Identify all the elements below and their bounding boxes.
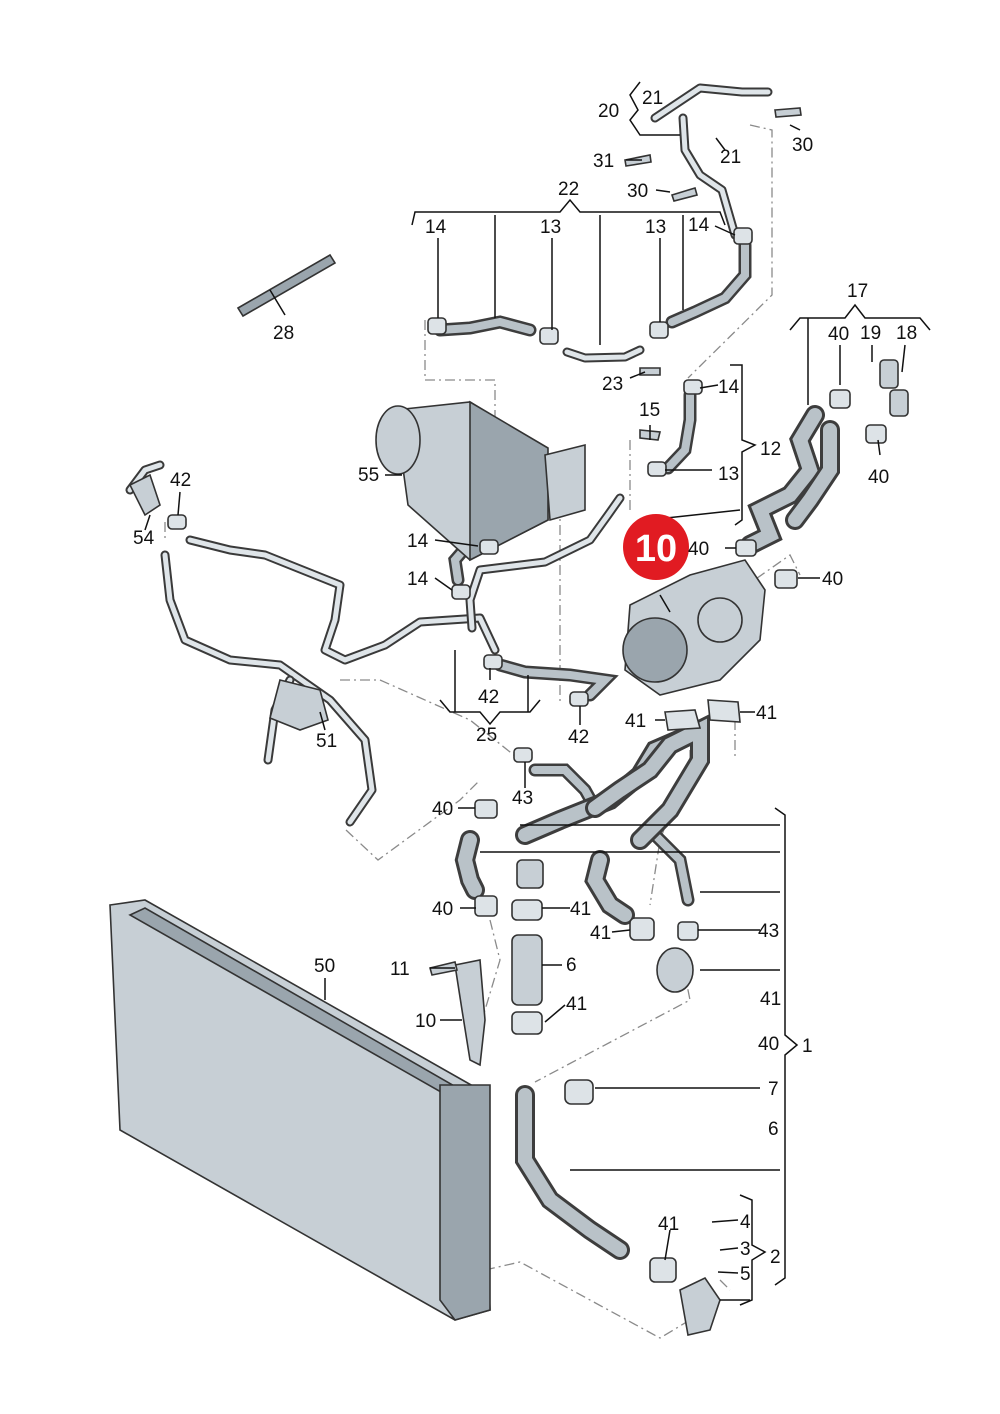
part-number-label: 12 [760, 439, 781, 460]
part-number-label: 13 [645, 217, 666, 238]
part-number-label: 42 [478, 687, 499, 708]
part-number-label: 18 [896, 323, 917, 344]
part-number-label: 25 [476, 725, 497, 746]
part-number-label: 50 [314, 956, 335, 977]
part-number-label: 40 [758, 1034, 779, 1055]
part-number-label: 31 [593, 151, 614, 172]
part-number-label: 30 [792, 135, 813, 156]
part-number-label: 40 [822, 569, 843, 590]
part-number-label: 40 [828, 324, 849, 345]
part-number-label: 40 [432, 799, 453, 820]
part-number-label: 14 [407, 531, 429, 552]
part-number-label: 6 [566, 955, 577, 976]
part-number-label: 4 [740, 1212, 751, 1233]
part-number-label: 11 [390, 959, 410, 980]
part-number-label: 41 [760, 989, 781, 1010]
part-number-label: 21 [720, 147, 741, 168]
badge-circle [623, 514, 689, 580]
part-number-label: 41 [566, 994, 587, 1015]
part-number-label: 19 [860, 323, 881, 344]
part-number-label: 41 [570, 899, 591, 920]
part-number-label: 40 [868, 467, 889, 488]
part-number-label: 14 [407, 569, 429, 590]
part-number-label: 14 [688, 215, 710, 236]
part-number-label: 43 [512, 788, 533, 809]
part-number-label: 13 [540, 217, 561, 238]
part-number-label: 15 [639, 400, 660, 421]
part-number-label: 55 [358, 465, 379, 486]
part-number-label: 14 [718, 377, 740, 398]
part-number-label: 41 [658, 1214, 679, 1235]
part-number-label: 42 [568, 727, 589, 748]
part-number-label: 3 [740, 1239, 751, 1260]
coolant-hoses [433, 238, 840, 1260]
part-number-label: 51 [316, 731, 337, 752]
part-number-label: 40 [432, 899, 453, 920]
badge-label: 10 [635, 528, 677, 570]
part-number-label: 6 [768, 1119, 779, 1140]
part-number-label: 21 [642, 88, 663, 109]
part-number-label: 10 [415, 1011, 436, 1032]
part-callouts: 1 2 3 4 5 6 6 7 10 11 12 13 13 13 14 14 … [133, 88, 917, 1285]
part-number-label: 41 [625, 711, 646, 732]
part-number-label: 30 [627, 181, 648, 202]
highlighted-part-badge[interactable]: 10 [623, 514, 689, 580]
part-number-label: 43 [758, 921, 779, 942]
part-number-label: 40 [688, 539, 709, 560]
part-number-label: 14 [425, 217, 447, 238]
part-number-label: 41 [756, 703, 777, 724]
part-bodies [109, 253, 766, 1336]
part-number-label: 7 [768, 1079, 779, 1100]
hose-clamps [167, 227, 909, 1283]
part-number-label: 1 [802, 1036, 813, 1057]
part-number-label: 5 [740, 1264, 751, 1285]
part-number-label: 13 [718, 464, 739, 485]
part-number-label: 42 [170, 470, 191, 491]
coolant-pipes [125, 83, 773, 827]
part-number-label: 41 [590, 923, 611, 944]
leader-lines [144, 81, 931, 1306]
part-number-label: 2 [770, 1247, 781, 1268]
part-number-label: 28 [273, 323, 294, 344]
part-number-label: 54 [133, 528, 155, 549]
part-number-label: 22 [558, 179, 579, 200]
part-number-label: 17 [847, 281, 868, 302]
part-number-label: 20 [598, 101, 619, 122]
part-number-label: 23 [602, 374, 623, 395]
